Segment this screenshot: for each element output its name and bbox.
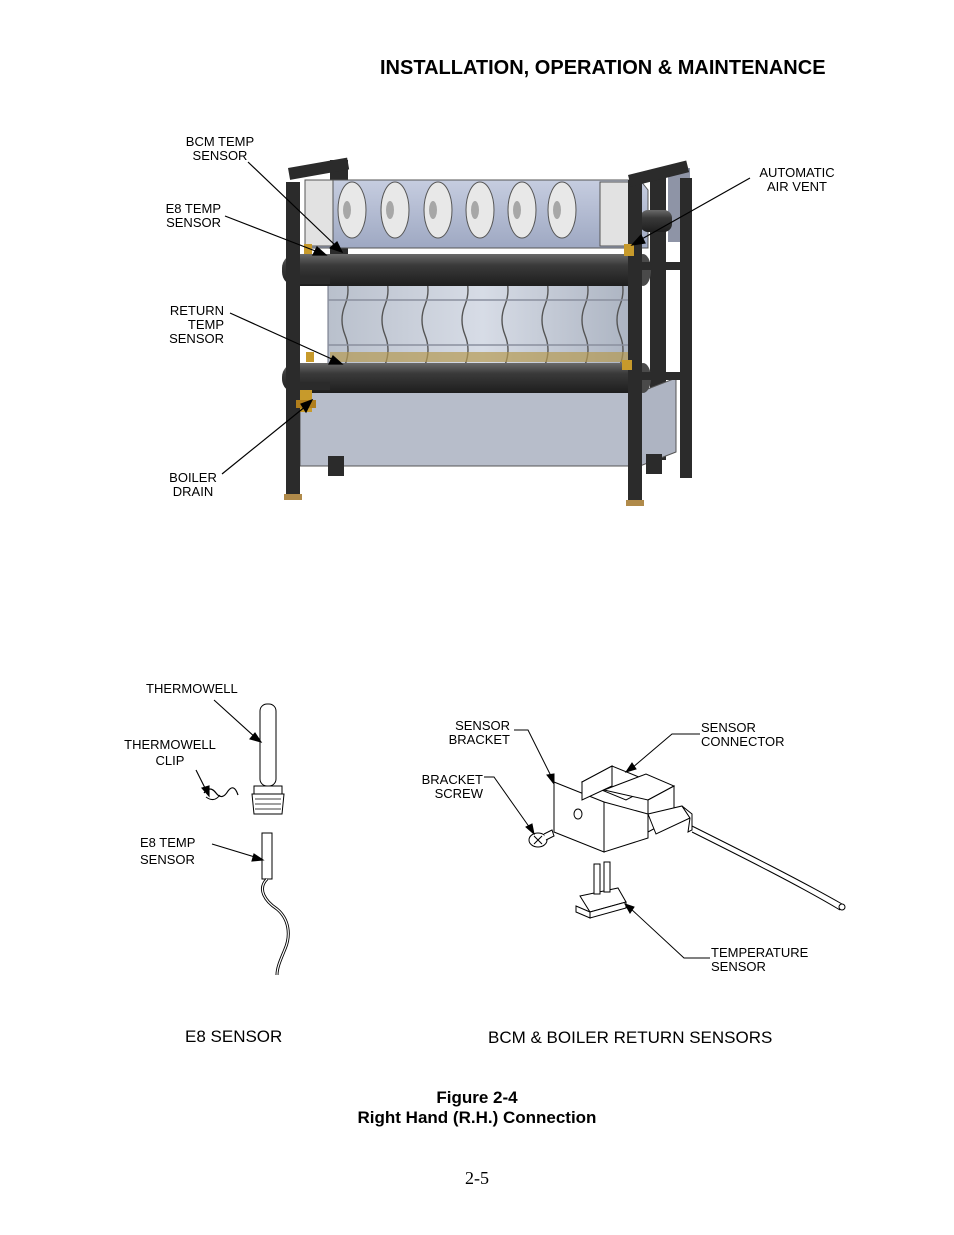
label-e8-temp-sensor: E8 TEMP SENSOR	[165, 201, 221, 230]
bcm-bracket-drawing	[528, 765, 846, 919]
label-return-temp-sensor: RETURN TEMP SENSOR	[169, 303, 224, 346]
label-temperature-sensor: TEMPERATURE SENSOR	[711, 945, 809, 974]
boiler-leader-lines	[221, 161, 751, 475]
caption-e8-sensor: E8 SENSOR	[185, 1027, 283, 1046]
e8-sensor-drawing	[203, 703, 290, 976]
label-bcm-temp-sensor: BCM TEMP SENSOR	[185, 134, 255, 163]
figure-number: Figure 2-4	[436, 1088, 518, 1107]
label-sensor-bracket: SENSOR BRACKET	[448, 718, 510, 747]
figure-title: Right Hand (R.H.) Connection	[357, 1108, 597, 1127]
caption-bcm-boiler-return-sensors: BCM & BOILER RETURN SENSORS	[488, 1028, 773, 1047]
label-thermowell: THERMOWELL	[146, 681, 238, 696]
page-header-title: INSTALLATION, OPERATION & MAINTENANCE	[380, 57, 826, 79]
label-boiler-drain: BOILER DRAIN	[169, 470, 217, 499]
bcm-leader-lines	[484, 729, 710, 959]
label-e8-sensor-detail: E8 TEMP SENSOR	[140, 835, 196, 867]
label-thermowell-clip: THERMOWELL CLIP	[124, 737, 216, 768]
e8-leader-lines	[195, 699, 265, 862]
boiler-illustration	[282, 157, 692, 506]
label-automatic-air-vent: AUTOMATIC AIR VENT	[759, 165, 835, 194]
page-number: 2-5	[465, 1168, 489, 1188]
label-bracket-screw: BRACKET SCREW	[421, 772, 483, 801]
label-sensor-connector: SENSOR CONNECTOR	[701, 720, 785, 749]
